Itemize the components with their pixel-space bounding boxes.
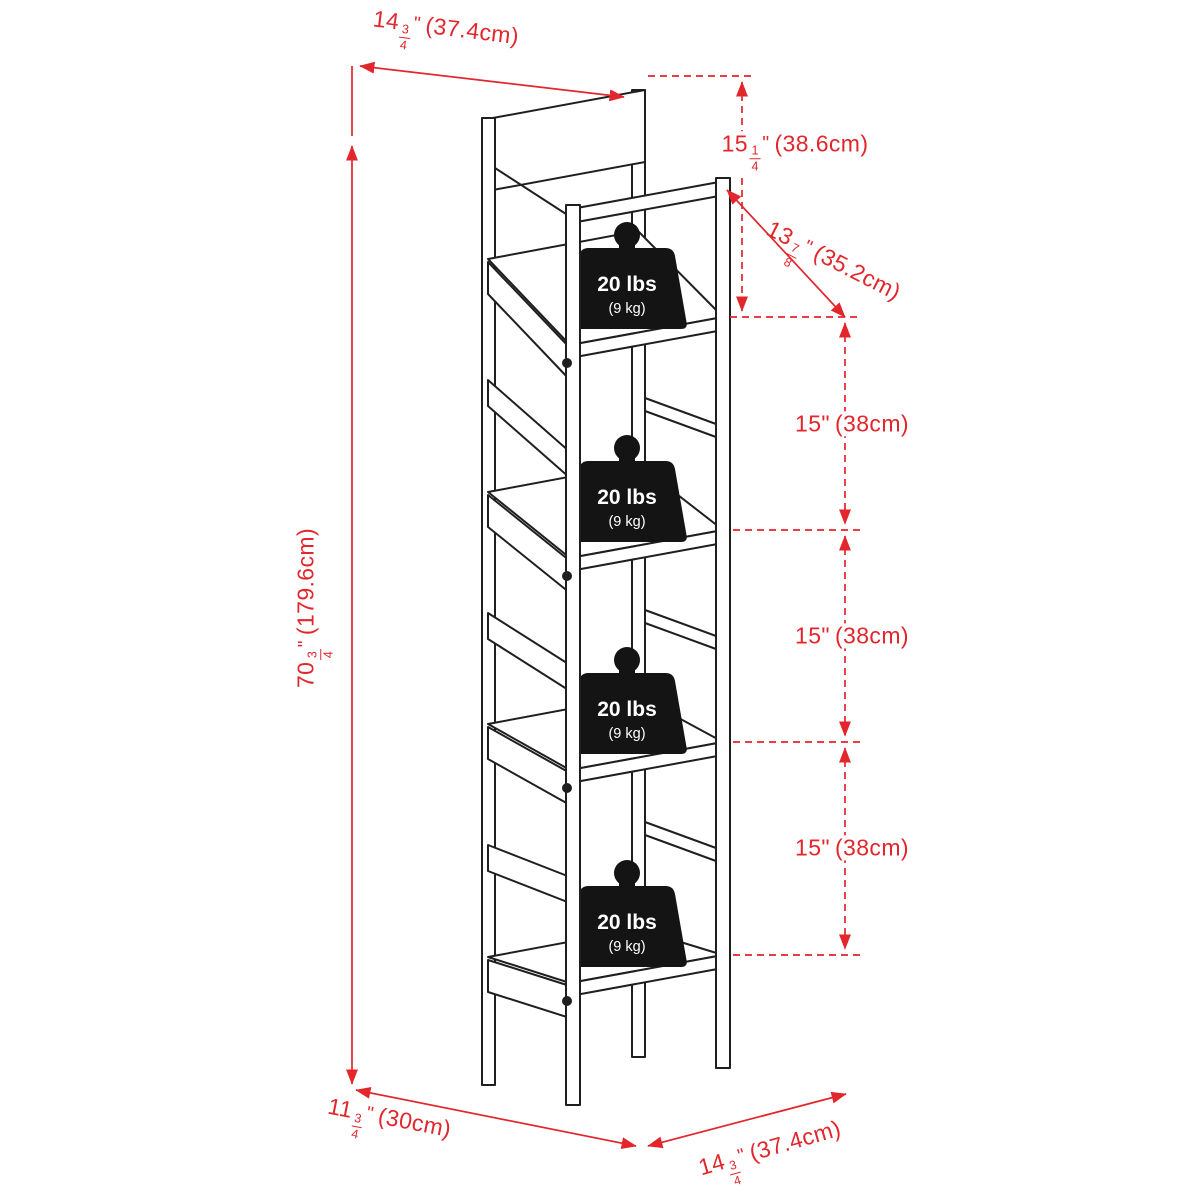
dim-label-shelf-spacing-2: 15"(38cm) bbox=[791, 622, 913, 649]
right-side-rail bbox=[644, 609, 717, 650]
weight-capacity-badges: 20 lbs (9 kg) 20 lbs (9 kg) 20 lbs (9 kg… bbox=[567, 222, 687, 967]
dim-value: 15" bbox=[795, 410, 830, 437]
dim-unit: " bbox=[295, 640, 317, 648]
top-back-panel bbox=[481, 89, 646, 193]
weight-body-icon bbox=[567, 461, 687, 542]
weight-badge-4: 20 lbs (9 kg) bbox=[567, 860, 687, 967]
dim-unit: " bbox=[412, 13, 422, 36]
front-frame bbox=[494, 167, 731, 1106]
left-side-rail bbox=[487, 844, 571, 904]
dim-whole: 14 bbox=[695, 1148, 728, 1181]
front-left-post bbox=[565, 204, 581, 1106]
front-top-rail bbox=[565, 179, 731, 225]
weight-badge-3: 20 lbs (9 kg) bbox=[567, 647, 687, 754]
weight-body-icon bbox=[567, 248, 687, 329]
dim-whole: 70 bbox=[292, 661, 319, 689]
dim-value: 15" bbox=[795, 834, 830, 861]
right-side-rail bbox=[644, 397, 717, 438]
base-depth-dimension-line bbox=[355, 1086, 637, 1150]
weight-metric: (9 kg) bbox=[608, 939, 645, 955]
dim-label-shelf-spacing-3: 15"(38cm) bbox=[791, 834, 913, 861]
right-side-rail bbox=[644, 821, 717, 862]
base-width-dimension-line bbox=[647, 1091, 847, 1149]
shelf-peg bbox=[562, 571, 572, 581]
left-side-rail bbox=[487, 379, 571, 479]
left-side-rail bbox=[487, 612, 571, 692]
shelf-peg bbox=[562, 996, 572, 1006]
weight-value: 20 lbs bbox=[597, 698, 657, 721]
weight-badge-1: 20 lbs (9 kg) bbox=[567, 222, 687, 329]
dim-label-shelf-spacing-1: 15"(38cm) bbox=[791, 410, 913, 437]
dim-unit: " bbox=[364, 1103, 376, 1126]
dim-whole: 15 bbox=[721, 130, 748, 157]
dim-metric: (38cm) bbox=[834, 834, 909, 861]
shelf-width-dimension-line bbox=[726, 189, 846, 318]
top-side-rail bbox=[494, 167, 567, 215]
weight-body-icon bbox=[567, 673, 687, 754]
dim-whole: 11 bbox=[325, 1092, 355, 1123]
back-left-post bbox=[481, 117, 496, 1086]
weight-value: 20 lbs bbox=[597, 486, 657, 509]
front-right-post bbox=[715, 177, 731, 1069]
dim-unit: " bbox=[762, 133, 770, 155]
dim-metric: (38cm) bbox=[834, 410, 909, 437]
weight-value: 20 lbs bbox=[597, 911, 657, 934]
dim-metric: (38cm) bbox=[834, 622, 909, 649]
weight-metric: (9 kg) bbox=[608, 301, 645, 317]
dim-whole: 14 bbox=[371, 5, 401, 35]
shelf-peg bbox=[562, 358, 572, 368]
weight-metric: (9 kg) bbox=[608, 726, 645, 742]
weight-value: 20 lbs bbox=[597, 273, 657, 296]
dim-metric: (179.6cm) bbox=[292, 527, 319, 636]
dim-value: 15" bbox=[795, 622, 830, 649]
top-width-dimension-line bbox=[359, 61, 625, 102]
shelf-peg bbox=[562, 783, 572, 793]
weight-metric: (9 kg) bbox=[608, 514, 645, 530]
weight-body-icon bbox=[567, 886, 687, 967]
dim-metric: (38.6cm) bbox=[774, 130, 869, 157]
weight-badge-2: 20 lbs (9 kg) bbox=[567, 435, 687, 542]
